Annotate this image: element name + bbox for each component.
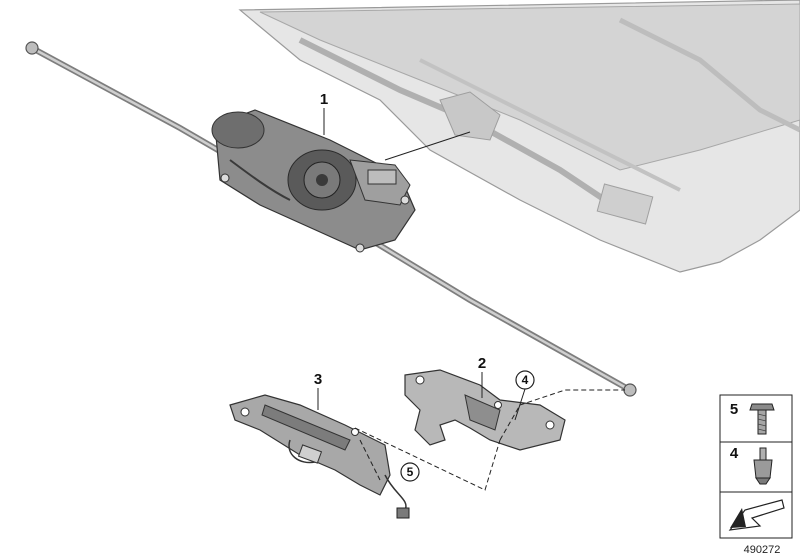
callout-1-label: 1 bbox=[320, 91, 328, 108]
callout-4: 4 bbox=[514, 370, 535, 421]
arrow-bracket-icon bbox=[728, 499, 785, 531]
diagram-id: 490272 bbox=[744, 544, 781, 556]
legend-item-4-label: 4 bbox=[730, 445, 739, 462]
assembly-lines bbox=[354, 389, 625, 491]
cable-end-left bbox=[25, 41, 39, 55]
parts-legend: 5 4 bbox=[719, 394, 793, 539]
guide-rail bbox=[229, 394, 391, 496]
drive-motor-assembly bbox=[211, 109, 416, 253]
latch-bracket bbox=[404, 369, 566, 451]
callout-3-label: 3 bbox=[314, 371, 322, 388]
leader-1-to-roof bbox=[384, 131, 471, 161]
callout-2-label: 2 bbox=[478, 355, 486, 372]
callout-5-label: 5 bbox=[407, 465, 414, 479]
callout-4-label: 4 bbox=[522, 373, 529, 387]
legend-item-5-label: 5 bbox=[730, 401, 738, 418]
screw-icon bbox=[749, 403, 775, 435]
connector-cable bbox=[384, 474, 410, 519]
callout-5: 5 bbox=[400, 462, 420, 482]
cable-end-right bbox=[623, 383, 637, 397]
stud-icon bbox=[753, 447, 773, 485]
roof-panel bbox=[238, 0, 800, 273]
